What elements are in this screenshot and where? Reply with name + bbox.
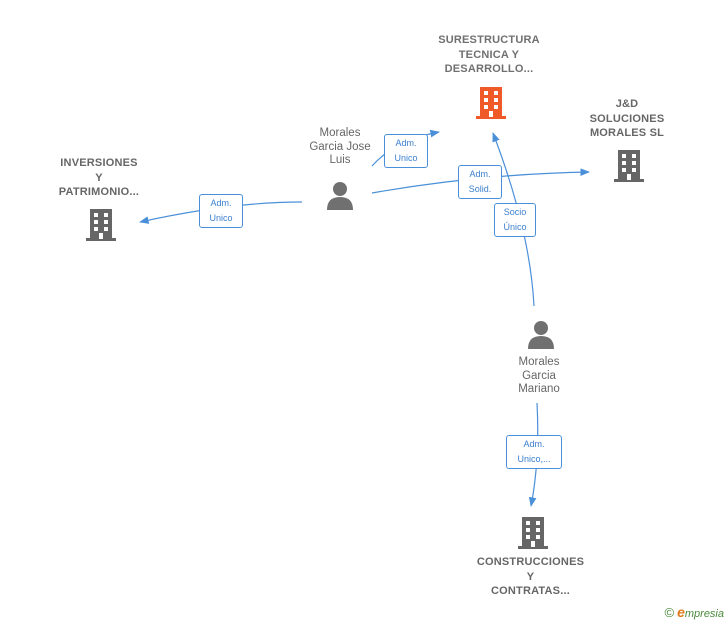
company-label-surestructura: SURESTRUCTURA TECNICA Y DESARROLLO... bbox=[438, 34, 540, 75]
company-label-construcciones: CONSTRUCCIONES Y CONTRATAS... bbox=[476, 556, 585, 597]
person-icon[interactable] bbox=[526, 319, 556, 349]
brand-logo-letter: e bbox=[677, 604, 685, 620]
footer-brand: ©empresia bbox=[664, 604, 724, 620]
person-icon[interactable] bbox=[325, 180, 355, 210]
company-label-jd: J&D SOLUCIONES MORALES SL bbox=[589, 98, 665, 139]
person-label-jose-luis: Morales Garcia Jose Luis bbox=[309, 127, 371, 166]
building-icon[interactable] bbox=[86, 207, 116, 242]
building-icon[interactable] bbox=[476, 85, 506, 120]
edge-label-adm-unico-ellipsis[interactable]: Adm. Unico,... bbox=[506, 435, 562, 469]
company-label-inversiones: INVERSIONES Y PATRIMONIO... bbox=[58, 157, 140, 198]
building-icon[interactable] bbox=[518, 515, 548, 550]
brand-name: mpresia bbox=[684, 608, 724, 620]
edge-label-adm-unico[interactable]: Adm. Unico bbox=[199, 194, 243, 228]
copyright-icon: © bbox=[664, 605, 675, 620]
building-icon[interactable] bbox=[614, 148, 644, 183]
person-label-mariano: Morales Garcia Mariano bbox=[518, 356, 560, 395]
edge-label-adm-solid[interactable]: Adm. Solid. bbox=[458, 165, 502, 199]
edge-label-socio-unico[interactable]: Socio Único bbox=[494, 203, 536, 237]
edge-label-adm-unico[interactable]: Adm. Unico bbox=[384, 134, 428, 168]
